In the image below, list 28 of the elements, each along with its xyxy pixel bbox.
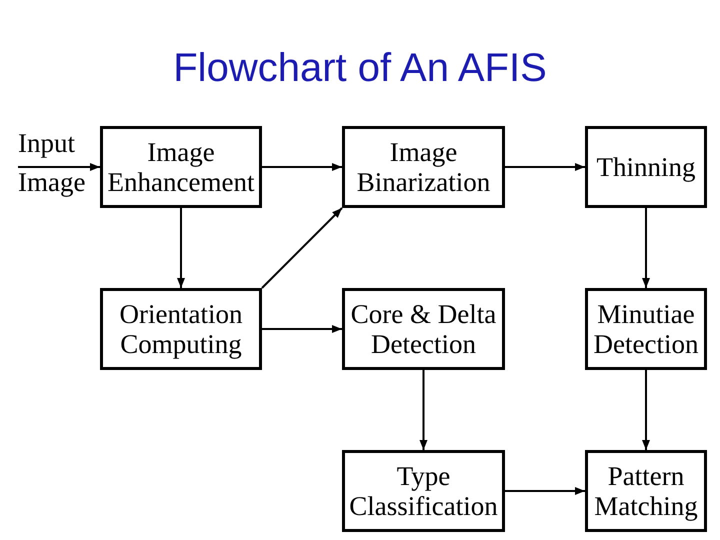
process-box	[585, 126, 707, 208]
arrow	[505, 487, 585, 495]
process-box	[342, 450, 505, 532]
chart-title: Flowchart of An AFIS	[172, 45, 548, 92]
step-label: Core & Delta Detection	[350, 299, 498, 359]
arrow	[642, 370, 650, 450]
arrow	[642, 208, 650, 288]
edge-label: Input Image	[18, 127, 86, 199]
process-box	[342, 288, 505, 370]
step-label: Thinning	[596, 152, 696, 182]
arrow	[177, 208, 185, 288]
process-box	[100, 288, 262, 370]
step-label: Image Binarization	[356, 137, 492, 197]
process-box	[585, 288, 707, 370]
step-label: Image Enhancement	[106, 137, 256, 197]
arrow	[420, 370, 428, 450]
process-box	[100, 126, 262, 208]
arrow	[261, 207, 343, 289]
step-label: Orientation Computing	[118, 299, 244, 359]
step-label: Type Classification	[348, 461, 499, 521]
process-box	[585, 450, 707, 532]
arrow	[505, 163, 585, 171]
step-label: Minutiae Detection	[592, 299, 700, 359]
process-box	[342, 126, 505, 208]
step-label: Pattern Matching	[593, 461, 699, 521]
arrow	[18, 163, 100, 171]
arrow	[262, 325, 342, 333]
arrow	[262, 163, 342, 171]
